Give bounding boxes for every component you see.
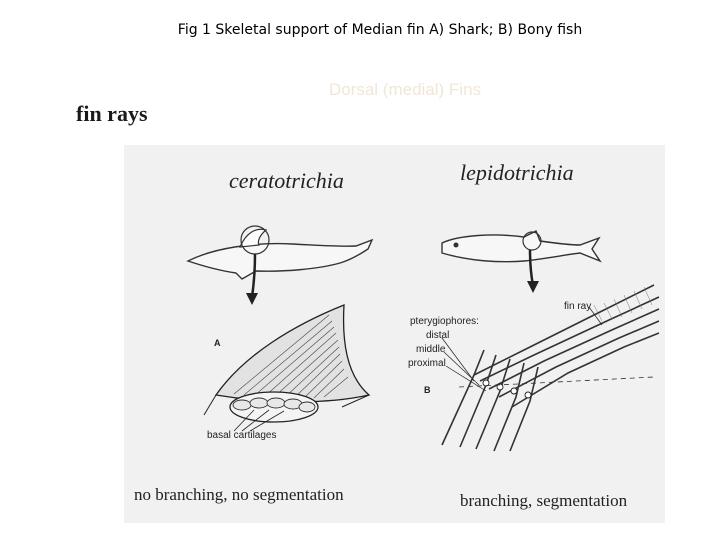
distal-label: distal xyxy=(426,330,450,341)
fin-rays-heading: fin rays xyxy=(76,101,148,126)
fish-eye xyxy=(453,242,459,248)
fin-diagram xyxy=(186,225,660,452)
basal-pointer-lines xyxy=(233,409,285,432)
fin-ray-label: fin ray xyxy=(564,301,592,312)
panel-b-letter: B xyxy=(424,385,431,395)
fish-zoom-circle xyxy=(522,231,542,251)
body-wall-line xyxy=(458,376,655,388)
fin-ray-figure: ceratotrichia lepidotrichia A B basal ca… xyxy=(124,145,665,523)
ceratotrichia-rays xyxy=(233,314,349,399)
basal-cartilages xyxy=(232,397,316,413)
proximal-label: proximal xyxy=(408,358,446,369)
basal-cartilages-label: basal cartilages xyxy=(207,430,277,441)
ceratotrichia-fin xyxy=(214,304,371,403)
panel-a-letter: A xyxy=(214,338,221,348)
slide-subtitle: Dorsal (medial) Fins xyxy=(328,80,482,99)
body-outline-left xyxy=(203,394,217,416)
lepidotrichia-footer: branching, segmentation xyxy=(460,491,628,510)
body-outline-right xyxy=(341,394,370,408)
pterygiophore-pointer-lines xyxy=(441,306,603,392)
middle-label: middle xyxy=(416,344,446,355)
figure-caption: Fig 1 Skeletal support of Median fin A) … xyxy=(177,22,583,38)
ray-joints xyxy=(482,379,532,399)
shark-arrowhead xyxy=(246,293,258,305)
shark-body xyxy=(186,238,374,280)
bony-fish-body xyxy=(441,230,602,263)
shark-dorsal-fin xyxy=(239,228,268,248)
ray-segments xyxy=(593,286,653,322)
pterygiophores-label: pterygiophores: xyxy=(410,316,479,327)
ceratotrichia-title: ceratotrichia xyxy=(229,168,344,193)
fish-arrowhead xyxy=(527,281,539,293)
lepidotrichia-title: lepidotrichia xyxy=(460,160,574,185)
ceratotrichia-footer: no branching, no segmentation xyxy=(134,485,344,504)
